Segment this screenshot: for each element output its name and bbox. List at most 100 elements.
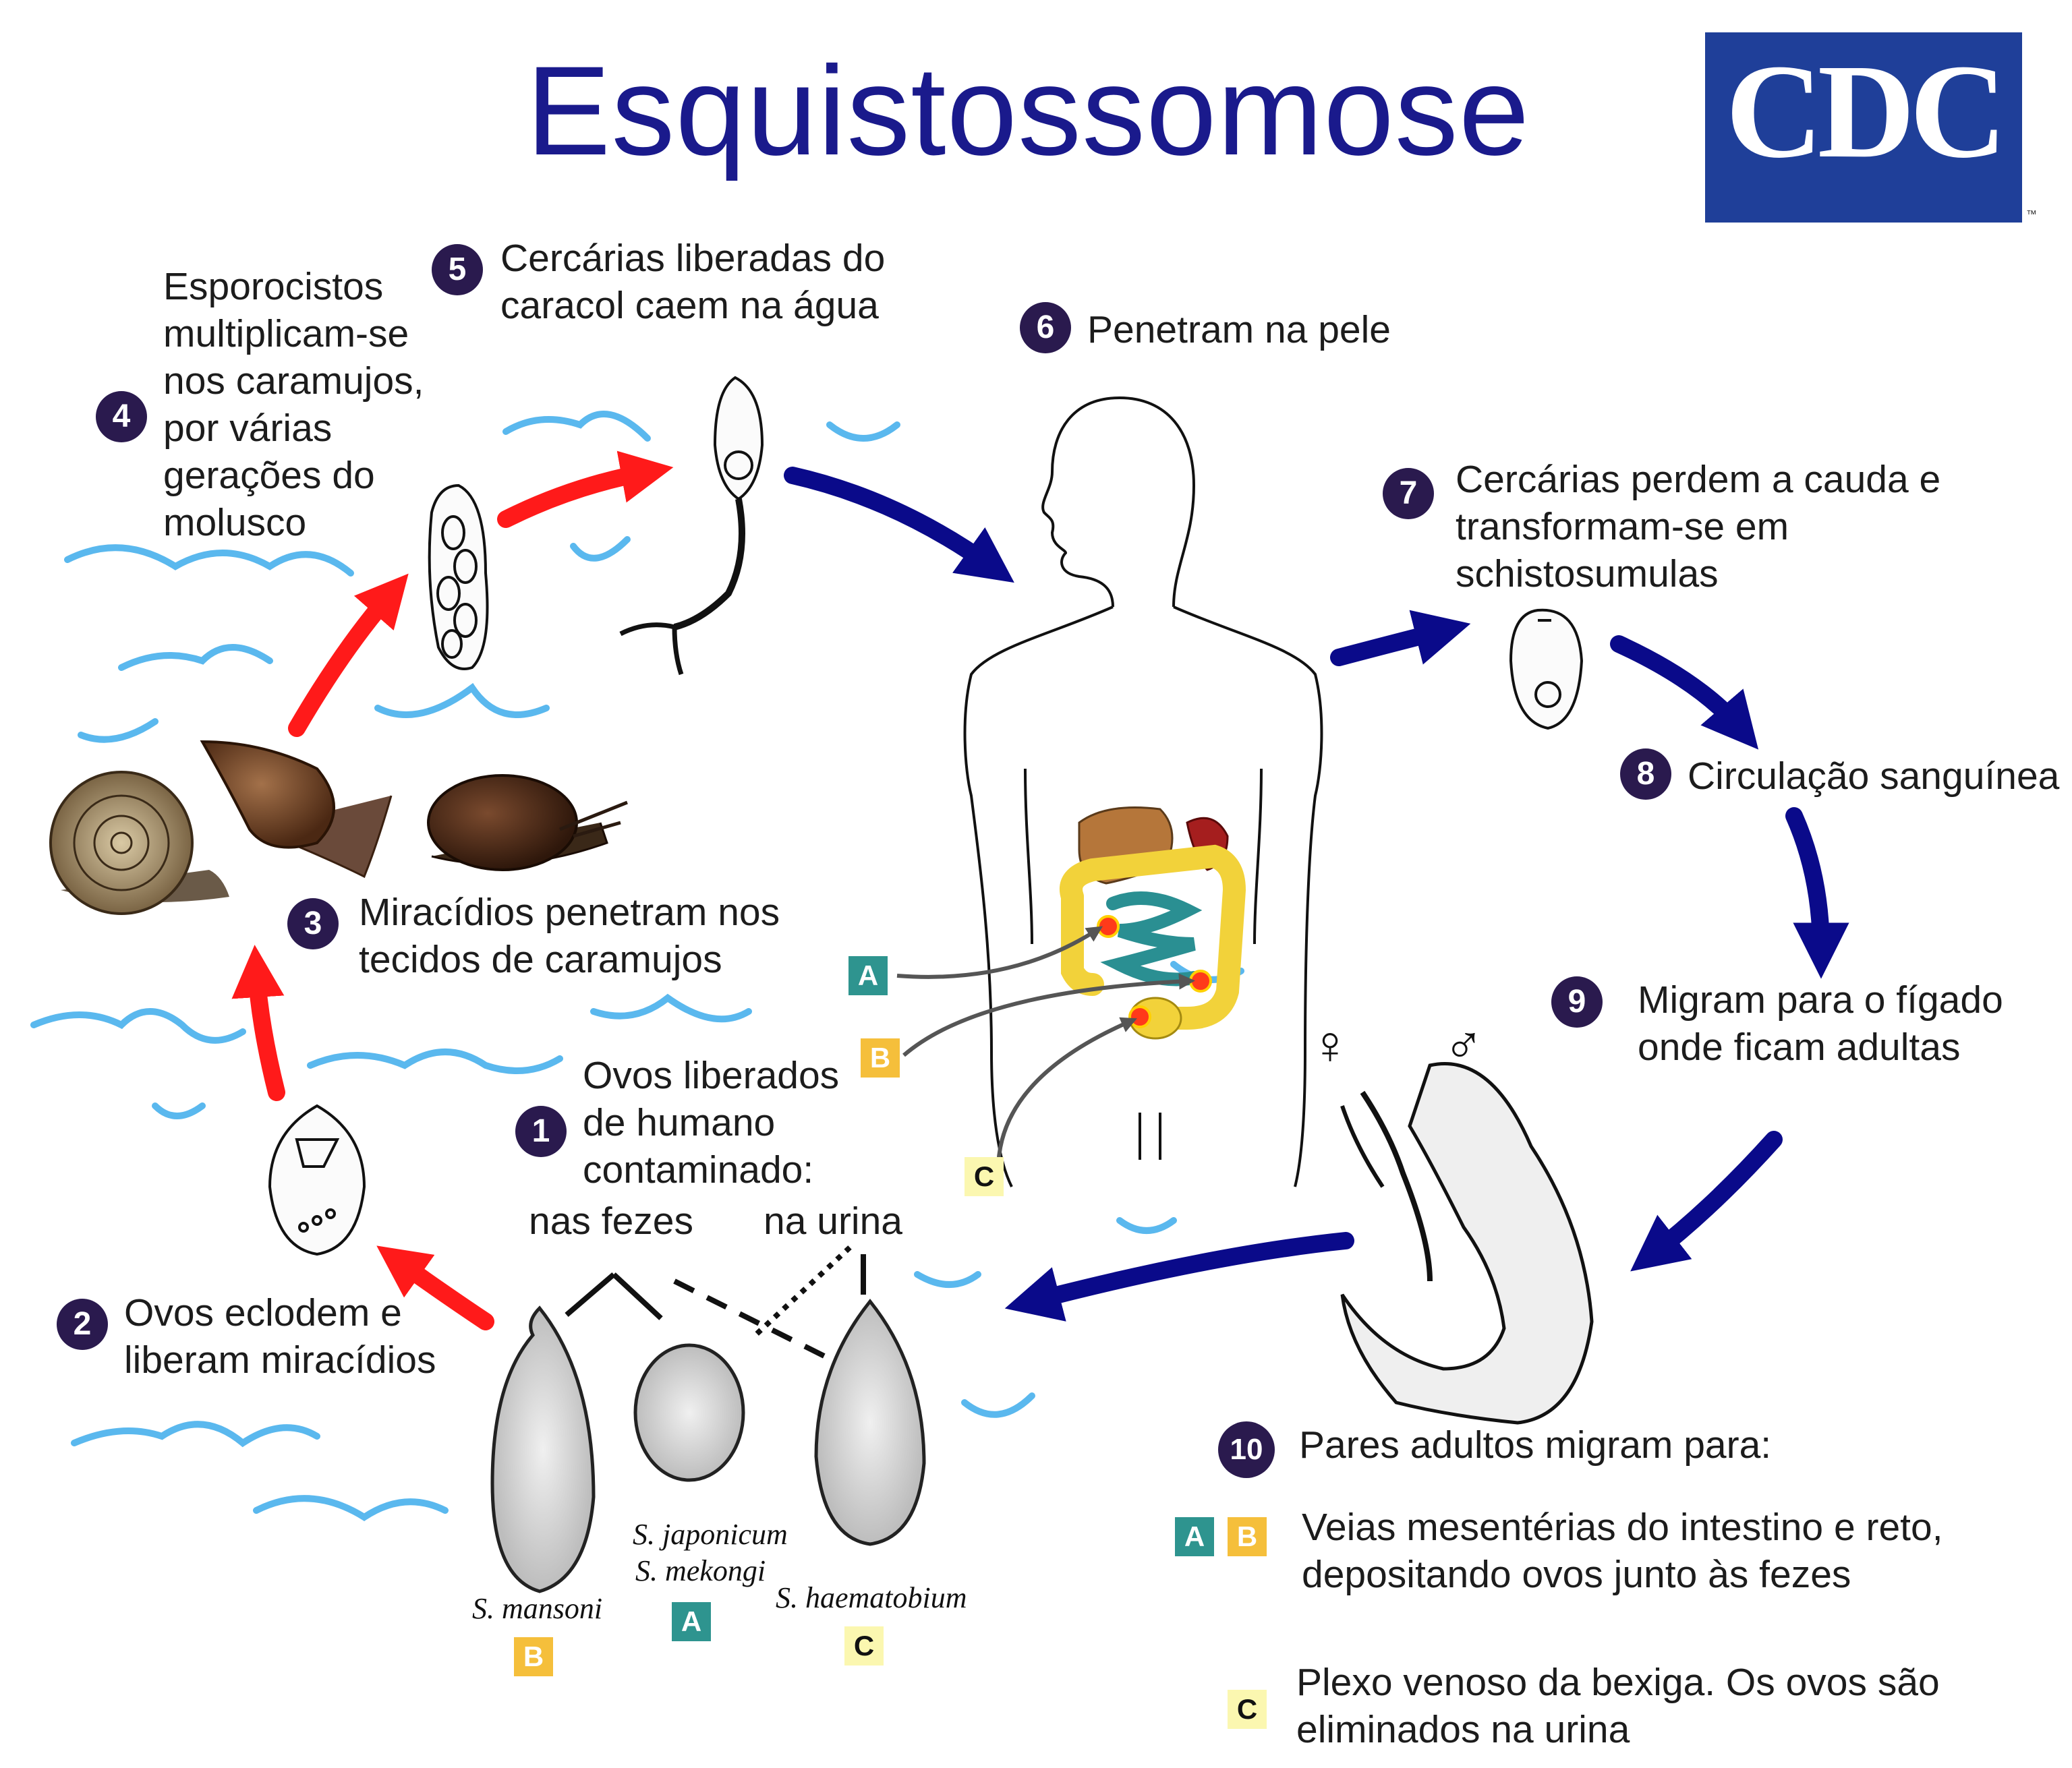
species-japonicum-label: S. japonicum <box>633 1518 788 1551</box>
egg-connectors <box>565 1245 866 1365</box>
cdc-logo: CDC <box>1705 32 2022 223</box>
species-mansoni-badge: B <box>514 1637 553 1676</box>
male-symbol: ♂ <box>1443 1015 1484 1075</box>
step-3-text: Miracídios penetram nos tecidos de caram… <box>359 891 780 981</box>
female-symbol: ♀ <box>1310 1015 1350 1075</box>
legend-badge-c: C <box>1228 1690 1267 1729</box>
arrow-adults-to-eggs <box>1004 1232 1354 1322</box>
snail-shell <box>200 740 335 849</box>
species-mekongi-label: S. mekongi <box>635 1554 766 1587</box>
step-4-badge: 4 <box>96 391 147 442</box>
label-urine: na urina <box>764 1200 902 1243</box>
small-intestine <box>1100 891 1203 986</box>
site-b-mark <box>1189 970 1212 993</box>
abdominal-organs <box>1060 806 1246 1040</box>
step-1-text: Ovos liberados de humano contaminado: <box>583 1054 840 1191</box>
large-intestine <box>1060 844 1246 1030</box>
arrow-miracidium-to-snail <box>231 945 285 1101</box>
site-pointers <box>896 926 1195 1171</box>
pointer-a <box>896 926 1103 979</box>
wave <box>826 421 900 442</box>
dash-line <box>673 1278 838 1365</box>
red-arrows <box>231 450 674 1330</box>
snail-bulinus <box>427 774 628 871</box>
step-2-badge: 2 <box>57 1299 108 1350</box>
step-8-text: Circulação sanguínea <box>1688 755 2060 798</box>
egg-haematobium <box>814 1298 926 1546</box>
wave <box>374 682 550 718</box>
fezes-line-left <box>565 1272 616 1318</box>
head-back <box>1119 396 1196 608</box>
arrow-liver-to-adults <box>1630 1131 1783 1272</box>
step-5-badge: 5 <box>432 244 483 295</box>
wave <box>914 1271 981 1288</box>
step-7-text: Cercárias perdem a cauda e transformam-s… <box>1456 458 1941 595</box>
shoulder-right <box>1173 606 1323 1187</box>
wave <box>152 1102 206 1119</box>
arrow-sporocyst-to-cercaria <box>497 450 674 528</box>
head-profile <box>1041 396 1120 608</box>
egg-mansoni <box>490 1305 596 1593</box>
step-10-badge: 10 <box>1218 1421 1275 1478</box>
snail-planorbis <box>49 771 229 915</box>
legend-ab-text: Veias mesentérias do intestino e reto, d… <box>1302 1506 1943 1596</box>
snail-shell <box>49 771 194 915</box>
species-japonicum-badge: A <box>672 1602 711 1641</box>
step-4-text: Esporocistos multiplicam-se nos caramujo… <box>163 265 424 544</box>
wave <box>30 1008 246 1044</box>
dot-line <box>753 1245 852 1337</box>
arrow-human-to-schistosomulum <box>1330 610 1471 666</box>
snail-oncomelania <box>200 740 393 879</box>
wave <box>1116 1217 1177 1234</box>
step-3-badge: 3 <box>287 898 339 949</box>
eggs <box>490 1298 926 1593</box>
step-9-badge: 9 <box>1551 976 1603 1028</box>
egg-japonicum <box>633 1343 745 1482</box>
step-10-text: Pares adultos migram para: <box>1299 1423 1772 1467</box>
schistosomulum <box>1509 608 1584 730</box>
site-badge-b: B <box>861 1038 900 1078</box>
step-6-text: Penetram na pele <box>1087 308 1391 351</box>
wave <box>502 411 651 442</box>
arrow-circulation-to-liver <box>1785 807 1849 979</box>
cdc-logo-text: CDC <box>1725 37 2007 186</box>
arrow-eggs-to-miracidium <box>376 1245 494 1330</box>
site-a-mark <box>1097 915 1120 938</box>
arrow-schistosomulum-to-circulation <box>1610 635 1759 750</box>
step-9-text: Migram para o fígado onde ficam adultas <box>1638 978 2003 1069</box>
arrow-cercaria-to-human <box>784 467 1014 583</box>
trademark-mark: ™ <box>2026 209 2037 220</box>
blue-arrows <box>784 467 1849 1322</box>
label-feces: nas fezes <box>529 1200 693 1243</box>
wave <box>78 718 159 743</box>
site-badge-c: C <box>965 1157 1004 1196</box>
wave <box>118 644 273 671</box>
ascending-colon <box>1061 885 1104 996</box>
step-8-badge: 8 <box>1620 748 1671 800</box>
wave <box>570 536 631 562</box>
wave <box>253 1495 449 1521</box>
wave <box>64 544 354 577</box>
water-waves <box>30 411 1244 1521</box>
arm-left-inner <box>1024 768 1033 945</box>
legend-badge-a: A <box>1175 1517 1214 1556</box>
human-body <box>963 396 1323 1187</box>
sporocyst <box>428 483 489 670</box>
legend-badge-b: B <box>1228 1517 1267 1556</box>
wave <box>307 1049 563 1074</box>
pointer-b <box>902 973 1195 1057</box>
page-title: Esquistossomose <box>526 40 1530 181</box>
arrow-snail-to-sporocyst <box>288 573 409 737</box>
miracidium <box>268 1104 366 1256</box>
wave <box>71 1421 320 1448</box>
site-c-mark <box>1128 1005 1151 1028</box>
arm-right-inner <box>1253 768 1263 945</box>
fezes-line-right <box>612 1272 663 1320</box>
species-mansoni-label: S. mansoni <box>472 1592 603 1625</box>
species-haematobium-badge: C <box>844 1626 884 1666</box>
step-7-badge: 7 <box>1383 468 1434 519</box>
pointer-c <box>996 1017 1137 1171</box>
snail-shell <box>427 774 578 871</box>
wave <box>961 1392 1035 1418</box>
